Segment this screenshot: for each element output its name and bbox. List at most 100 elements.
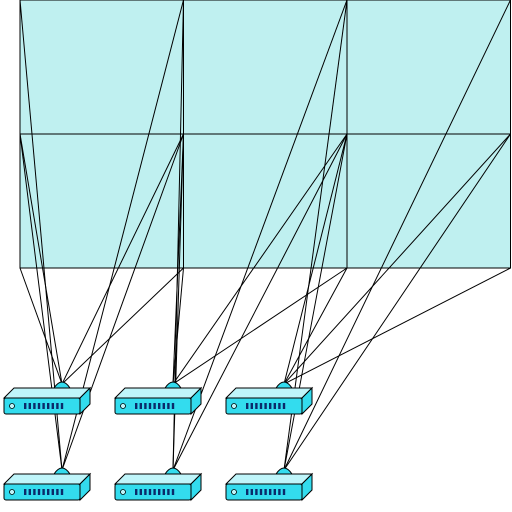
screen-panel-r2-c3 — [346, 133, 511, 269]
projector-front — [114, 483, 192, 501]
vent-slot — [162, 403, 165, 409]
projector-top — [224, 473, 314, 485]
vent-slot — [56, 403, 59, 409]
vent-slot — [259, 403, 263, 409]
projector-front — [3, 397, 81, 415]
vent-slot — [167, 403, 170, 409]
beam-line — [283, 133, 348, 385]
vent-slot — [158, 489, 161, 495]
lens-icon — [53, 467, 71, 475]
lens-icon — [275, 467, 293, 475]
beam-line — [19, 267, 63, 385]
beam-line — [283, 267, 348, 385]
projector-row2-col1 — [2, 467, 92, 502]
vent-slot — [42, 403, 45, 409]
vent-slot — [144, 403, 147, 409]
power-led — [9, 403, 15, 409]
vent-slot — [47, 489, 50, 495]
projector-front — [225, 397, 303, 415]
vent-slot — [282, 403, 286, 409]
vent-slot — [246, 403, 249, 409]
projector-top — [113, 473, 203, 485]
lens-icon — [53, 381, 71, 389]
screen-panel-r2-c2 — [183, 133, 348, 269]
beam-line — [172, 267, 348, 385]
beam-line — [61, 267, 184, 385]
vent-slot — [139, 489, 142, 495]
vent-slot — [135, 489, 138, 495]
projector-top — [2, 473, 92, 485]
vent-slot — [255, 403, 258, 409]
power-led — [231, 489, 237, 495]
screen-panel-r1-c1 — [19, 0, 184, 135]
screen-panel-r1-c3 — [346, 0, 511, 135]
vent-slot — [60, 403, 64, 409]
screen-panel-r1-c2 — [183, 0, 348, 135]
vent-slot — [269, 489, 272, 495]
vent-slot — [33, 489, 36, 495]
beam-line — [61, 133, 184, 471]
vent-slot — [37, 489, 41, 495]
projector-group — [2, 381, 314, 502]
projector-row1-col2 — [113, 381, 203, 416]
vent-slot — [148, 489, 152, 495]
vent-slot — [153, 403, 156, 409]
power-led — [231, 403, 237, 409]
vent-slot — [24, 489, 27, 495]
vent-slot — [42, 489, 45, 495]
vent-slot — [56, 489, 59, 495]
beam-line — [19, 133, 63, 385]
vent-slot — [37, 403, 41, 409]
projector-top — [113, 387, 203, 399]
beam-line — [172, 0, 348, 471]
beam-line — [283, 133, 511, 471]
vent-slot — [269, 403, 272, 409]
vent-slot — [135, 403, 138, 409]
projector-row2-col3 — [224, 467, 314, 502]
vent-slot — [171, 489, 175, 495]
vent-slot — [282, 489, 286, 495]
vent-slot — [278, 489, 281, 495]
vent-slot — [144, 489, 147, 495]
lens-icon — [164, 467, 182, 475]
vent-slot — [246, 489, 249, 495]
vent-slot — [255, 489, 258, 495]
power-led — [120, 489, 126, 495]
power-led — [9, 489, 15, 495]
vent-slot — [264, 489, 267, 495]
vent-slot — [51, 489, 54, 495]
vent-slot — [47, 403, 50, 409]
projector-row2-col2 — [113, 467, 203, 502]
vent-slot — [28, 489, 31, 495]
vent-slot — [158, 403, 161, 409]
screen-panel-r2-c1 — [19, 133, 184, 269]
projector-row1-col1 — [2, 381, 92, 416]
projector-front — [114, 397, 192, 415]
projector-row1-col3 — [224, 381, 314, 416]
lens-icon — [275, 381, 293, 389]
projector-top — [224, 387, 314, 399]
screen-grid — [19, 0, 511, 269]
vent-slot — [167, 489, 170, 495]
vent-slot — [33, 403, 36, 409]
lens-icon — [164, 381, 182, 389]
vent-slot — [148, 403, 152, 409]
vent-slot — [60, 489, 64, 495]
beam-line — [283, 267, 511, 385]
vent-slot — [51, 403, 54, 409]
vent-slot — [162, 489, 165, 495]
vent-slot — [139, 403, 142, 409]
vent-slot — [250, 489, 253, 495]
beam-line — [61, 133, 184, 385]
vent-slot — [273, 403, 276, 409]
vent-slot — [250, 403, 253, 409]
projector-front — [225, 483, 303, 501]
power-led — [120, 403, 126, 409]
vent-slot — [24, 403, 27, 409]
beam-line — [283, 0, 511, 471]
vent-slot — [171, 403, 175, 409]
vent-slot — [273, 489, 276, 495]
vent-slot — [259, 489, 263, 495]
